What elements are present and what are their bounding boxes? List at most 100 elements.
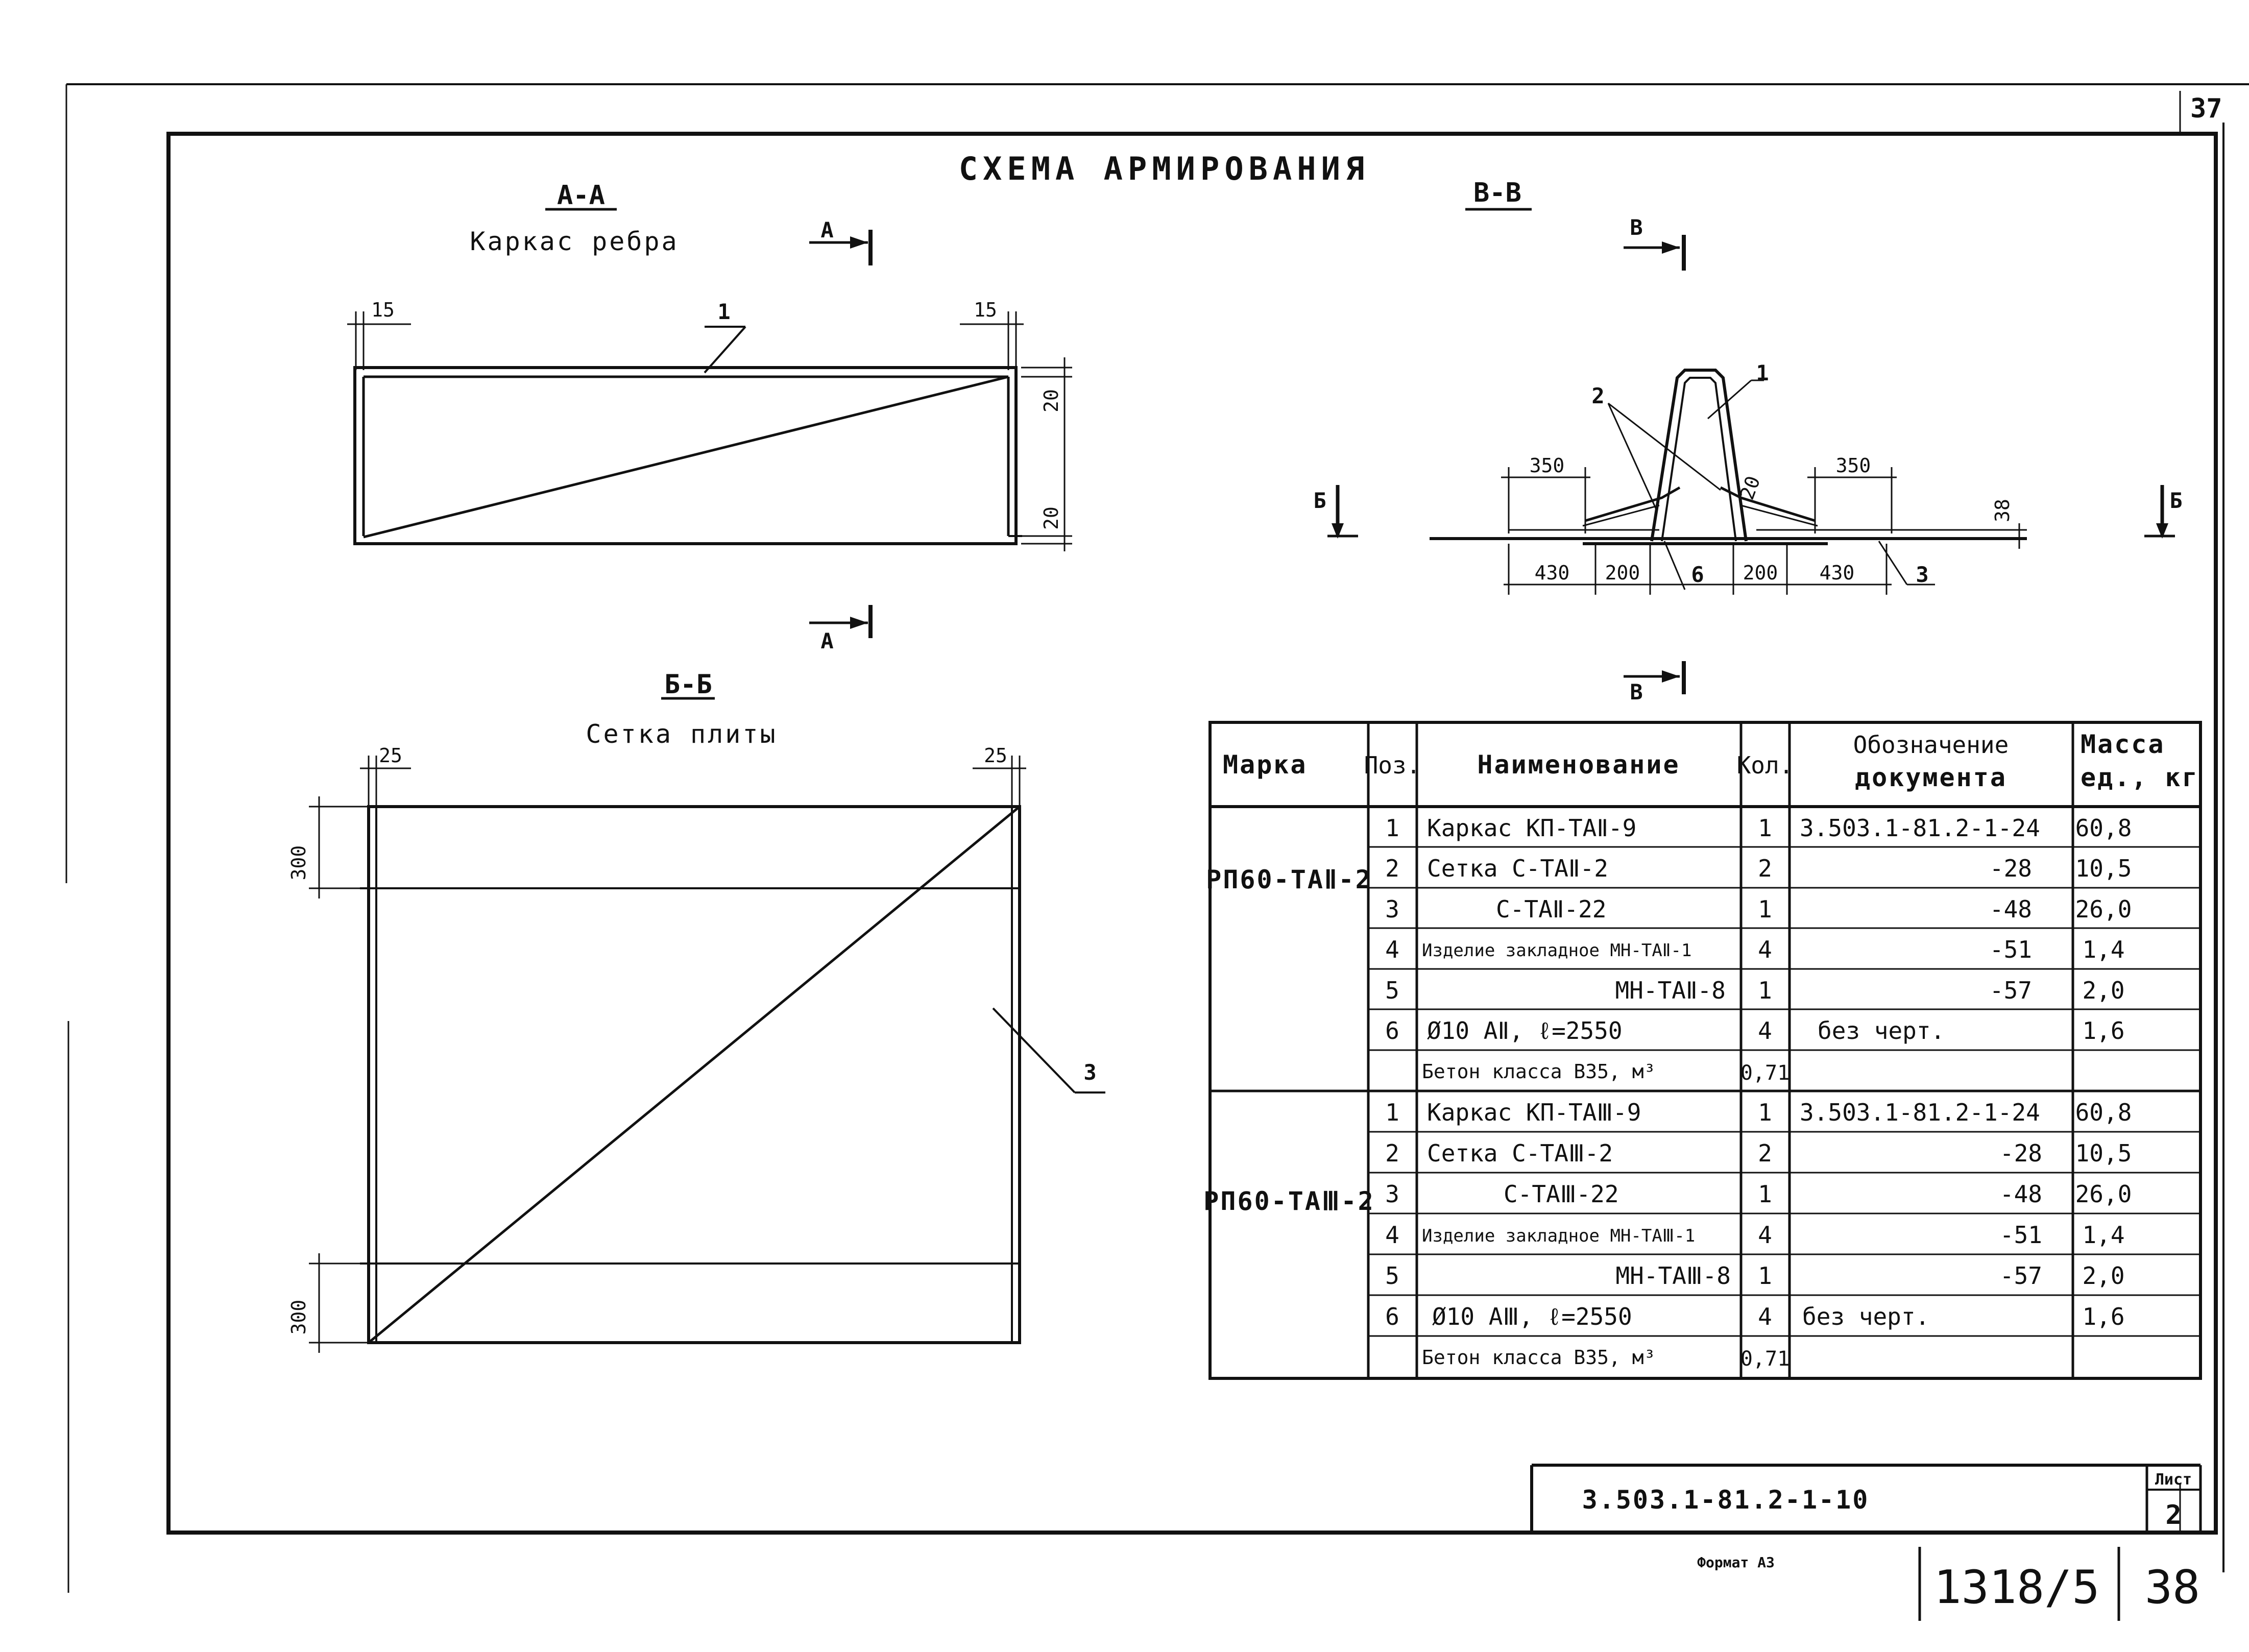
table-row: Бетон класса В35, м³ 0,71 bbox=[1422, 1060, 1789, 1085]
dim-bb-left: 25 bbox=[379, 744, 402, 767]
cell-name: Ø10 АⅡ, ℓ=2550 bbox=[1427, 1017, 1623, 1044]
cell-pos: 6 bbox=[1385, 1017, 1399, 1044]
cell-pos: 2 bbox=[1385, 1139, 1399, 1167]
cell-mass: 1,6 bbox=[2082, 1017, 2124, 1044]
cell-doc: -51 bbox=[2000, 1221, 2042, 1249]
sheet-frame bbox=[65, 83, 2249, 1593]
cell-doc: -51 bbox=[1990, 936, 2032, 963]
dim-bb-top: 300 bbox=[287, 845, 310, 881]
dim-aa-right: 15 bbox=[974, 299, 997, 321]
table-row: 4 Изделие закладное МН-ТАⅡ-1 4 -51 1,4 bbox=[1385, 936, 2124, 963]
cell-pos: 5 bbox=[1385, 977, 1399, 1004]
cell-mass: 1,6 bbox=[2082, 1303, 2124, 1330]
view-bb bbox=[309, 697, 1105, 1353]
cell-qty: 2 bbox=[1758, 855, 1772, 882]
group-mark: РП60-ТАⅡ-2 bbox=[1206, 865, 1372, 894]
cell-qty: 4 bbox=[1758, 1303, 1772, 1330]
cell-doc: -48 bbox=[1990, 895, 2032, 923]
cell-name: Бетон класса В35, м³ bbox=[1422, 1060, 1656, 1083]
hdr-mass-2: ед., кг bbox=[2081, 763, 2199, 792]
cell-doc: -28 bbox=[1990, 855, 2032, 882]
cell-doc: -57 bbox=[1990, 977, 2032, 1004]
title-block-lines bbox=[1530, 1464, 2202, 1621]
cell-qty: 0,71 bbox=[1740, 1061, 1789, 1085]
cell-pos: 6 bbox=[1385, 1303, 1399, 1330]
spec-table: Марка Поз. Наименование Кол. Обозначение… bbox=[1203, 730, 2199, 1371]
hdr-pos: Поз. bbox=[1364, 751, 1421, 779]
cell-pos: 4 bbox=[1385, 1221, 1399, 1249]
hdr-qty: Кол. bbox=[1737, 751, 1794, 779]
dim-vv-200-right: 200 bbox=[1743, 562, 1778, 584]
cell-mass: 60,8 bbox=[2075, 1099, 2132, 1126]
cell-doc: без черт. bbox=[1802, 1303, 1929, 1330]
table-row: 4 Изделие закладное МН-ТАⅢ-1 4 -51 1,4 bbox=[1385, 1221, 2124, 1249]
cell-qty: 1 bbox=[1758, 1180, 1772, 1208]
cell-mass: 2,0 bbox=[2082, 1262, 2124, 1290]
table-row: 3 С-ТАⅢ-22 1 -48 26,0 bbox=[1385, 1180, 2132, 1208]
cell-qty: 1 bbox=[1758, 1262, 1772, 1290]
drawing-title: СХЕМА АРМИРОВАНИЯ bbox=[959, 150, 1370, 187]
cell-qty: 4 bbox=[1758, 1017, 1772, 1044]
cell-qty: 2 bbox=[1758, 1139, 1772, 1167]
section-label-aa: А-А bbox=[557, 180, 605, 211]
dim-aa-bottom: 20 bbox=[1040, 506, 1062, 530]
cell-qty: 1 bbox=[1758, 814, 1772, 842]
cell-name: МН-ТАⅢ-8 bbox=[1615, 1262, 1731, 1290]
cut-mark-b-right: Б bbox=[2169, 488, 2182, 513]
cut-mark-b-left: Б bbox=[1313, 488, 1326, 513]
view-vv bbox=[1327, 208, 2175, 694]
cell-doc: 3.503.1-81.2-1-24 bbox=[1800, 1099, 2040, 1126]
table-row: 6 Ø10 АⅢ, ℓ=2550 4 без черт. 1,6 bbox=[1385, 1303, 2124, 1330]
cell-mass: 26,0 bbox=[2075, 895, 2132, 923]
hdr-doc-1: Обозначение bbox=[1853, 731, 2009, 759]
page-number: 38 bbox=[2145, 1561, 2200, 1614]
hdr-doc-2: документа bbox=[1855, 763, 2007, 792]
cut-mark-aa-top: А bbox=[820, 217, 833, 242]
dim-vv-38: 38 bbox=[1991, 499, 2014, 522]
table-row: Бетон класса В35, м³ 0,71 bbox=[1422, 1346, 1789, 1371]
cut-mark-vv-top: В bbox=[1630, 215, 1642, 240]
cell-qty: 1 bbox=[1758, 1099, 1772, 1126]
dim-aa-top: 20 bbox=[1040, 389, 1062, 412]
cell-name: Изделие закладное МН-ТАⅢ-1 bbox=[1422, 1226, 1695, 1246]
cell-pos: 3 bbox=[1385, 1180, 1399, 1208]
section-label-bb: Б-Б bbox=[664, 669, 712, 700]
cell-qty: 0,71 bbox=[1740, 1347, 1789, 1371]
table-row: 2 Сетка С-ТАⅢ-2 2 -28 10,5 bbox=[1385, 1139, 2132, 1167]
cell-mass: 1,4 bbox=[2082, 936, 2124, 963]
cell-mass: 26,0 bbox=[2075, 1180, 2132, 1208]
table-row: 5 МН-ТАⅡ-8 1 -57 2,0 bbox=[1385, 977, 2124, 1004]
cell-qty: 1 bbox=[1758, 895, 1772, 923]
cell-pos: 5 bbox=[1385, 1262, 1399, 1290]
cell-name: Каркас КП-ТАⅡ-9 bbox=[1427, 814, 1636, 842]
hdr-mass-1: Масса bbox=[2081, 730, 2165, 759]
caption-aa: Каркас ребра bbox=[470, 227, 679, 256]
spec-table-grid bbox=[1208, 721, 2202, 1380]
table-row: 5 МН-ТАⅢ-8 1 -57 2,0 bbox=[1385, 1262, 2124, 1290]
cell-mass: 60,8 bbox=[2075, 814, 2132, 842]
dim-vv-200-left: 200 bbox=[1605, 562, 1640, 584]
cell-pos: 1 bbox=[1385, 814, 1399, 842]
dim-vv-430-left: 430 bbox=[1535, 562, 1570, 584]
cell-name: МН-ТАⅡ-8 bbox=[1615, 977, 1726, 1004]
dim-aa-left: 15 bbox=[371, 299, 395, 321]
table-row: 3 С-ТАⅡ-22 1 -48 26,0 bbox=[1385, 895, 2132, 923]
hdr-mark: Марка bbox=[1223, 750, 1308, 780]
format-label: Формат А3 bbox=[1697, 1554, 1775, 1571]
cell-name: С-ТАⅢ-22 bbox=[1504, 1180, 1619, 1208]
cell-name: Сетка С-ТАⅡ-2 bbox=[1427, 855, 1608, 882]
cell-pos: 3 bbox=[1385, 895, 1399, 923]
table-row: 6 Ø10 АⅡ, ℓ=2550 4 без черт. 1,6 bbox=[1385, 1017, 2124, 1044]
archive-number: 1318/5 bbox=[1933, 1561, 2099, 1614]
table-row: 1 Каркас КП-ТАⅡ-9 1 3.503.1-81.2-1-24 60… bbox=[1385, 814, 2132, 842]
sheet-number: 2 bbox=[2165, 1500, 2181, 1530]
corner-sheet-number: 37 bbox=[2190, 93, 2222, 124]
leader-bb-3: 3 bbox=[1083, 1060, 1096, 1085]
cut-mark-aa-bottom: А bbox=[820, 628, 833, 653]
leader-vv-1: 1 bbox=[1756, 360, 1769, 385]
cell-name: С-ТАⅡ-22 bbox=[1496, 895, 1607, 923]
dim-vv-430-right: 430 bbox=[1820, 562, 1855, 584]
leader-vv-6: 6 bbox=[1691, 562, 1704, 587]
group-mark: РП60-ТАⅢ-2 bbox=[1203, 1186, 1374, 1216]
